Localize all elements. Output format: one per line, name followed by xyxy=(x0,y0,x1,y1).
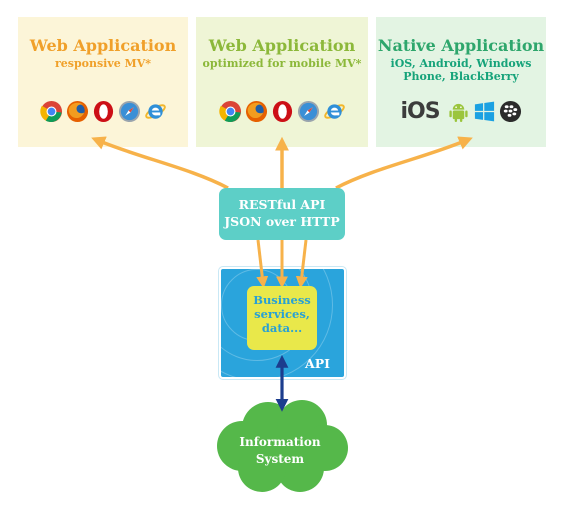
mobile-web-application-subtitle: optimized for mobile MV* xyxy=(202,57,362,70)
ie-icon xyxy=(144,104,166,119)
native-application-subtitle-line1: iOS, Android, Windows xyxy=(390,57,532,70)
restful-api-label: RESTful API xyxy=(238,197,326,212)
native-application-title: Native Application xyxy=(377,36,545,55)
arrow-rest-to-services xyxy=(295,239,308,289)
cloud-shape xyxy=(217,400,348,492)
chrome-icon xyxy=(218,100,241,123)
business-services-line3: data... xyxy=(261,321,303,335)
opera-icon xyxy=(93,100,113,123)
mobile-web-application-title: Web Application xyxy=(208,36,356,55)
android-icon xyxy=(448,103,468,123)
arrow-to-web-application xyxy=(91,136,229,190)
arrow-rest-to-services xyxy=(256,239,269,289)
safari-icon xyxy=(297,100,319,123)
mobile-web-application-card: Web Application optimized for mobile MV* xyxy=(196,17,368,147)
json-over-http-label: JSON over HTTP xyxy=(224,214,340,229)
browser-icons xyxy=(18,100,188,123)
information-system-label: Information System xyxy=(230,434,330,468)
browser-icons xyxy=(196,100,368,123)
api-label: API xyxy=(305,356,330,371)
firefox-icon xyxy=(66,100,88,123)
information-system-line2: System xyxy=(255,452,305,466)
native-application-card: Native Application iOS, Android, Windows… xyxy=(376,17,546,147)
information-system-line1: Information xyxy=(239,435,321,449)
windows-icon xyxy=(474,101,494,122)
safari-icon xyxy=(118,100,140,123)
business-services-box: Business services, data... xyxy=(247,286,317,350)
chrome-icon xyxy=(39,100,62,123)
ios-logo: iOS xyxy=(400,99,440,124)
restful-api-box: RESTful API JSON over HTTP xyxy=(219,188,345,240)
firefox-icon xyxy=(245,100,267,123)
business-services-line1: Business xyxy=(253,293,311,307)
native-application-subtitle-line2: Phone, BlackBerry xyxy=(403,70,519,83)
platform-icons: iOS xyxy=(376,100,546,123)
blackberry-icon xyxy=(499,100,521,123)
business-services-line2: services, xyxy=(254,307,310,321)
opera-icon xyxy=(272,100,292,123)
web-application-card: Web Application responsive MV* xyxy=(18,17,188,147)
web-application-subtitle: responsive MV* xyxy=(54,57,152,70)
web-application-title: Web Application xyxy=(29,36,177,55)
arrow-to-native-application xyxy=(335,136,473,190)
ie-icon xyxy=(323,104,345,119)
